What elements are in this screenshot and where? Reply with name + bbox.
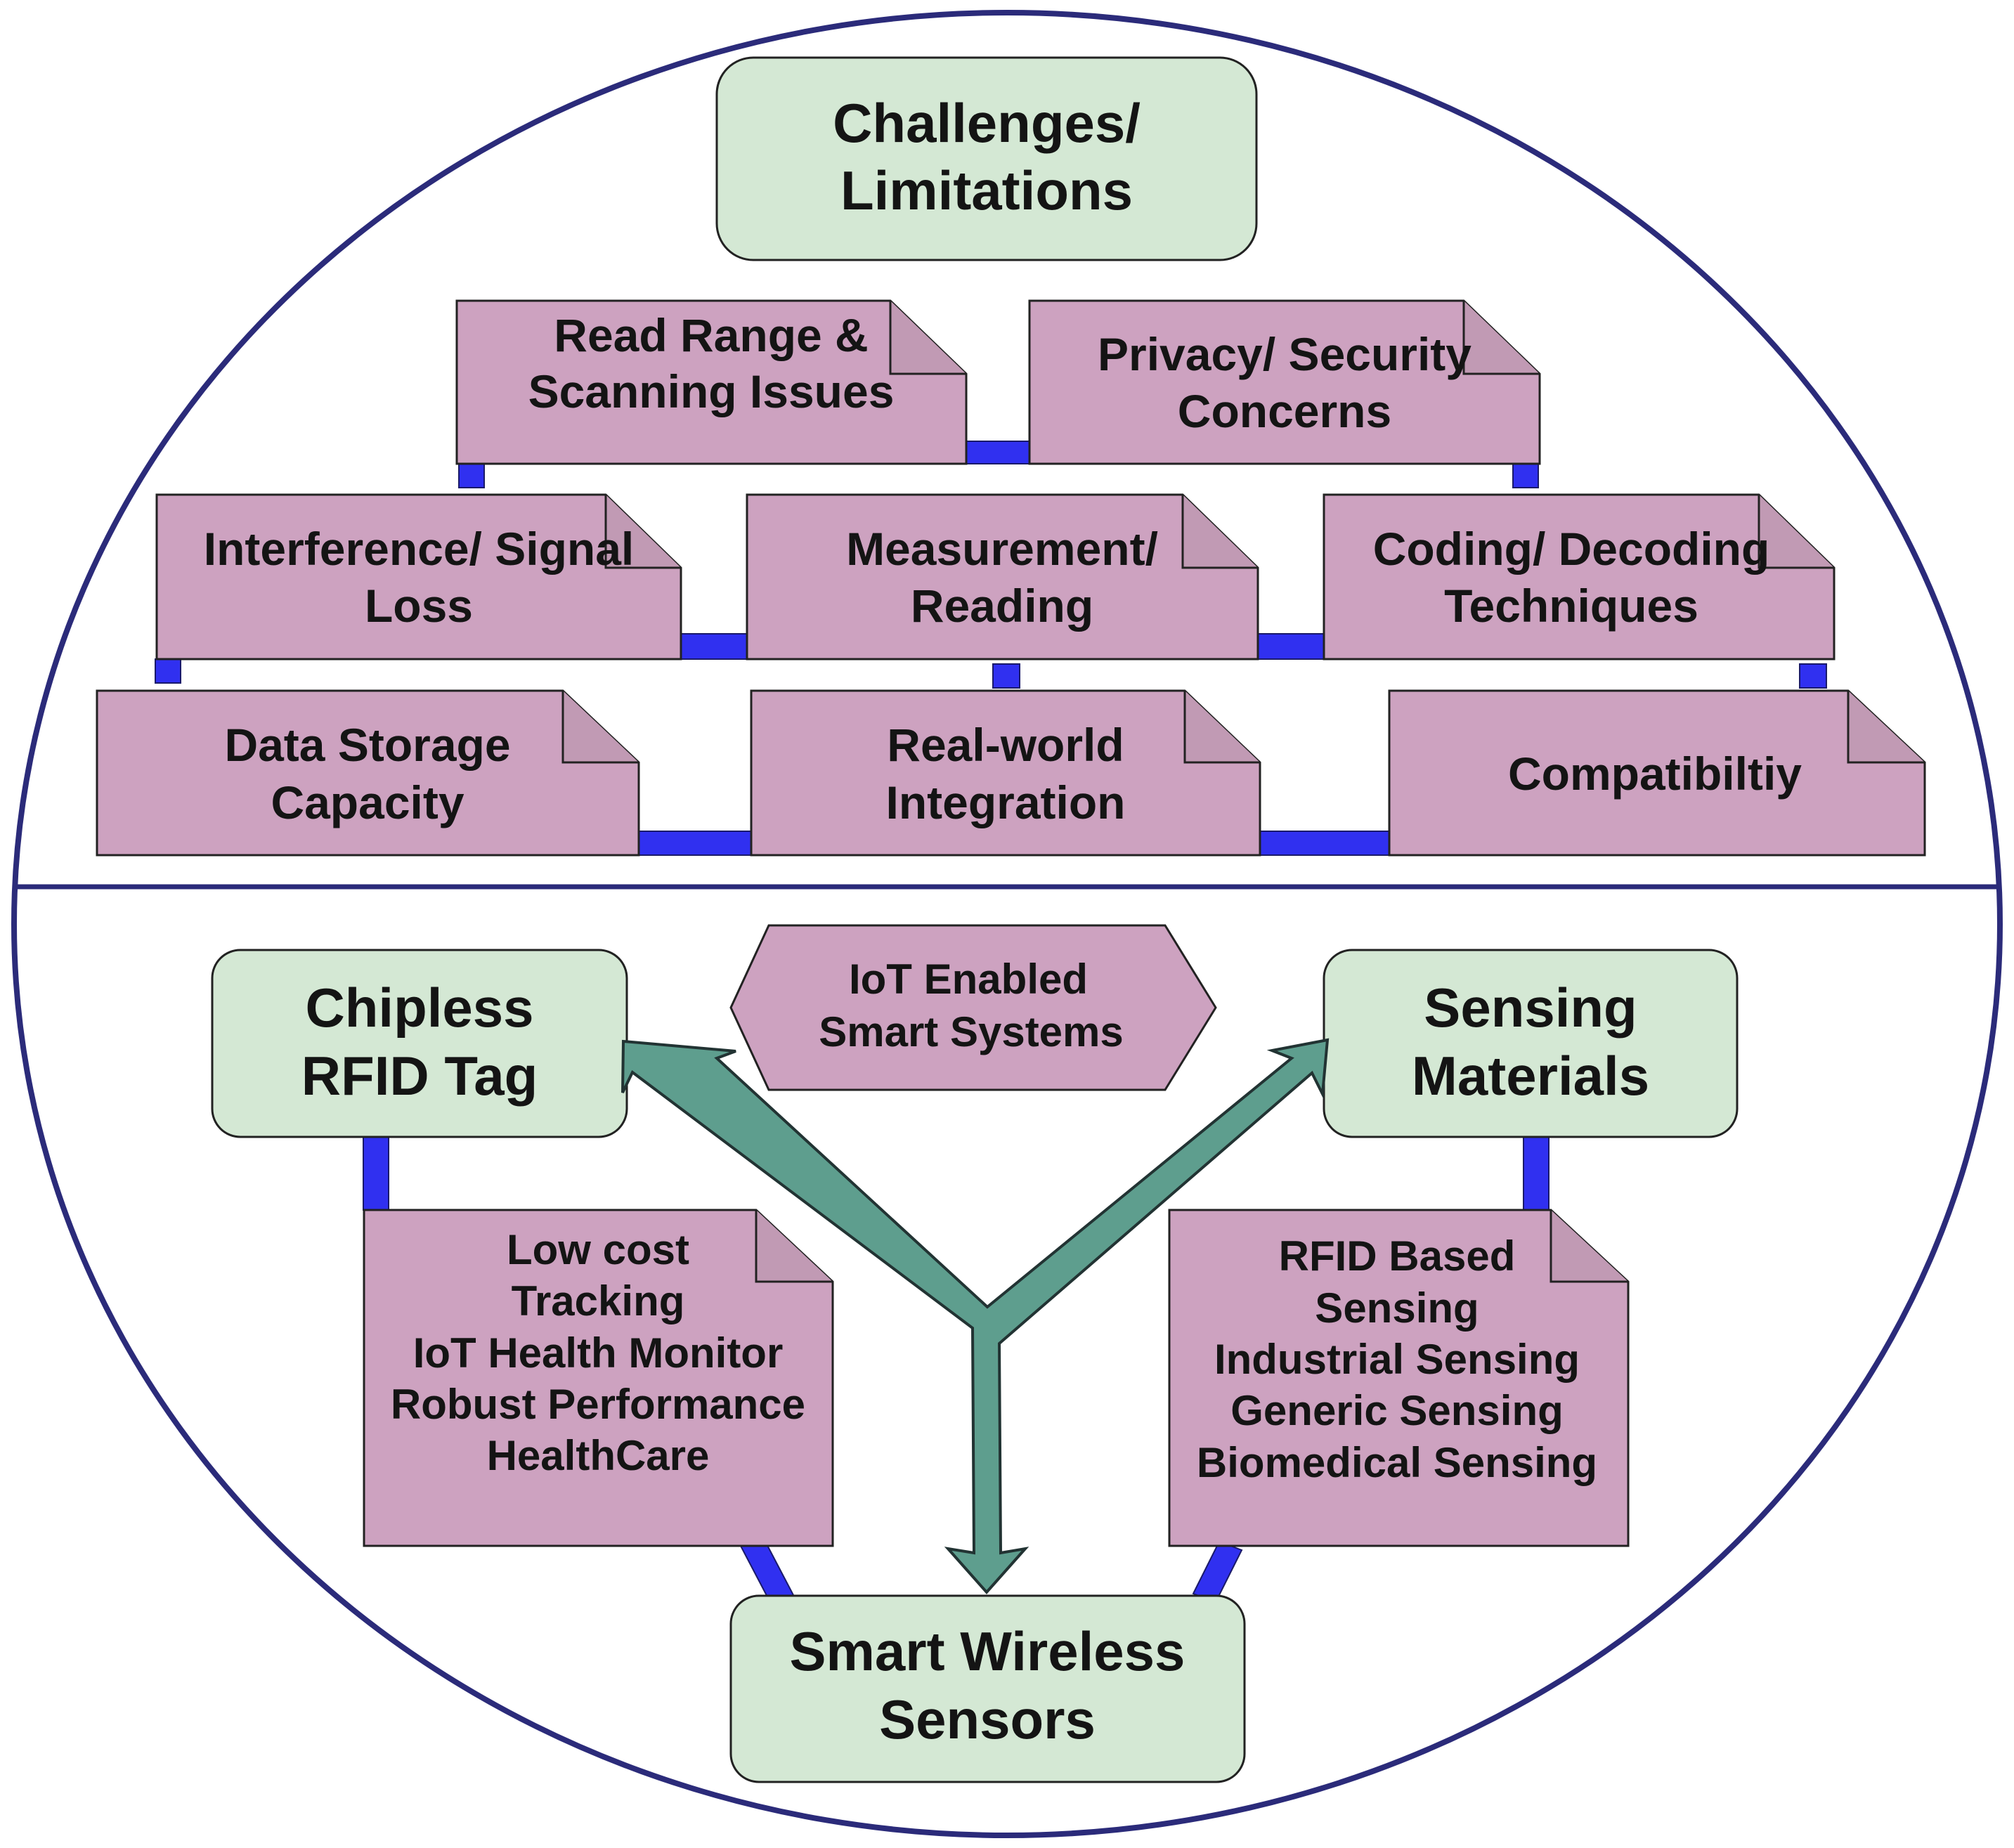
- connector-read-privacy: [966, 441, 1030, 464]
- iot-hexagon-line-2: Smart Systems: [819, 1008, 1124, 1055]
- note-measurement-line-2: Reading: [911, 580, 1093, 632]
- challenges-title-line-1: Challenges/: [833, 92, 1141, 154]
- three-way-arrow: [621, 1038, 1330, 1595]
- connector-read-interference: [458, 463, 485, 488]
- note-measurement-line-1: Measurement/: [846, 523, 1158, 575]
- note-interference-line-1: Interference/ Signal: [204, 523, 635, 575]
- chipless-line-2: RFID Tag: [301, 1045, 538, 1107]
- note-coding: Coding/ Decoding Techniques: [1323, 493, 1836, 661]
- note-coding-line-1: Coding/ Decoding: [1373, 523, 1770, 575]
- note-data-storage-line-1: Data Storage: [224, 719, 510, 771]
- connector-realworld-compat: [1259, 831, 1390, 856]
- chipless-app-3: IoT Health Monitor: [413, 1329, 784, 1377]
- sensing-materials-box: Sensing Materials: [1323, 949, 1739, 1138]
- iot-hexagon-line-1: IoT Enabled: [849, 956, 1088, 1003]
- chipless-rfid-box: Chipless RFID Tag: [211, 949, 628, 1138]
- note-data-storage-line-2: Capacity: [271, 776, 464, 828]
- connector-datastorage-realworld: [638, 831, 752, 856]
- note-measurement: Measurement/ Reading: [746, 493, 1259, 661]
- chipless-apps-note: Low cost Tracking IoT Health Monitor Rob…: [363, 1209, 834, 1547]
- sensing-line-2: Materials: [1412, 1045, 1649, 1107]
- connector-sensing-apps: [1523, 1136, 1550, 1211]
- note-read-range: Read Range & Scanning Issues: [455, 299, 968, 465]
- note-compatibility: Compatibiltiy: [1388, 689, 1926, 857]
- smart-line-2: Sensors: [879, 1688, 1096, 1750]
- outer-circle: [11, 10, 2003, 1838]
- sensing-app-2: Sensing: [1315, 1284, 1479, 1332]
- note-coding-line-2: Techniques: [1444, 580, 1698, 632]
- connector-measurement-realworld: [992, 663, 1020, 689]
- iot-hexagon: IoT Enabled Smart Systems: [729, 924, 1217, 1091]
- note-privacy-line-1: Privacy/ Security: [1098, 328, 1471, 380]
- note-real-world-line-2: Integration: [886, 776, 1126, 828]
- note-privacy: Privacy/ Security Concerns: [1028, 299, 1541, 465]
- sensing-line-1: Sensing: [1424, 977, 1637, 1039]
- sensing-app-3: Industrial Sensing: [1214, 1336, 1580, 1383]
- note-data-storage: Data Storage Capacity: [96, 689, 640, 857]
- connector-interference-datastorage: [155, 658, 181, 684]
- note-interference-line-2: Loss: [365, 580, 473, 632]
- sensing-app-1: RFID Based: [1279, 1232, 1516, 1280]
- chipless-app-1: Low cost: [507, 1226, 689, 1273]
- chipless-app-4: Robust Performance: [391, 1381, 805, 1428]
- smart-line-1: Smart Wireless: [790, 1620, 1185, 1682]
- chipless-app-2: Tracking: [512, 1277, 685, 1325]
- note-real-world: Real-world Integration: [750, 689, 1261, 857]
- note-interference: Interference/ Signal Loss: [155, 493, 682, 661]
- connector-interference-measurement: [680, 633, 748, 660]
- note-real-world-line-1: Real-world: [887, 719, 1124, 771]
- note-privacy-line-2: Concerns: [1178, 385, 1391, 437]
- connector-chipless-apps: [363, 1136, 389, 1211]
- connector-coding-compat: [1799, 663, 1827, 689]
- sensing-app-4: Generic Sensing: [1230, 1387, 1564, 1434]
- note-compatibility-line-1: Compatibiltiy: [1508, 748, 1802, 800]
- connector-sensing-apps-smart: [1192, 1540, 1243, 1603]
- note-read-range-line-1: Read Range &: [554, 309, 868, 361]
- sensing-apps-note: RFID Based Sensing Industrial Sensing Ge…: [1168, 1209, 1630, 1547]
- connector-privacy-coding: [1512, 463, 1539, 488]
- note-read-range-line-2: Scanning Issues: [528, 365, 895, 417]
- chipless-app-5: HealthCare: [487, 1432, 710, 1479]
- bottom-connectors: [363, 1136, 1550, 1606]
- challenges-title-box: Challenges/ Limitations: [715, 56, 1258, 261]
- chipless-line-1: Chipless: [305, 977, 533, 1039]
- sensing-app-5: Biomedical Sensing: [1197, 1439, 1597, 1486]
- smart-wireless-box: Smart Wireless Sensors: [729, 1594, 1246, 1783]
- challenges-title-line-2: Limitations: [840, 160, 1133, 221]
- connector-measurement-coding: [1257, 633, 1325, 660]
